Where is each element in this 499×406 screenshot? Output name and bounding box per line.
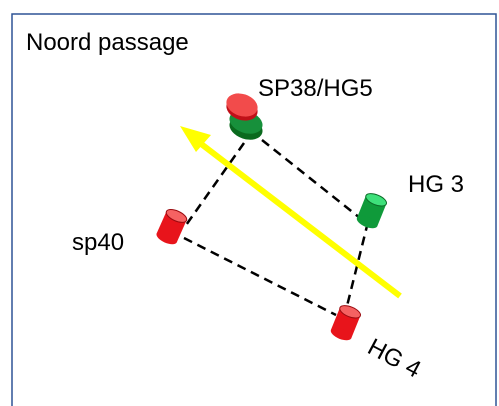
marker-hg3: [356, 193, 387, 229]
diagram-title: Noord passage: [26, 29, 189, 56]
yellow-arrow: [180, 126, 402, 299]
arrow-head: [180, 126, 211, 152]
arrow-shaft: [194, 137, 402, 299]
marker-hg4: [330, 305, 361, 341]
marker-sp40: [156, 209, 188, 245]
label-sp38-hg5: SP38/HG5: [258, 75, 373, 102]
marker-sp38-hg5: [226, 93, 263, 140]
line-sp38-to-hg3: [261, 139, 361, 219]
label-sp40: sp40: [72, 229, 124, 256]
red-disc: [226, 93, 258, 121]
diagram-frame: [11, 13, 497, 406]
line-sp38-to-sp40: [182, 142, 246, 229]
label-hg3: HG 3: [408, 171, 464, 198]
line-sp40-to-hg4: [183, 236, 337, 317]
